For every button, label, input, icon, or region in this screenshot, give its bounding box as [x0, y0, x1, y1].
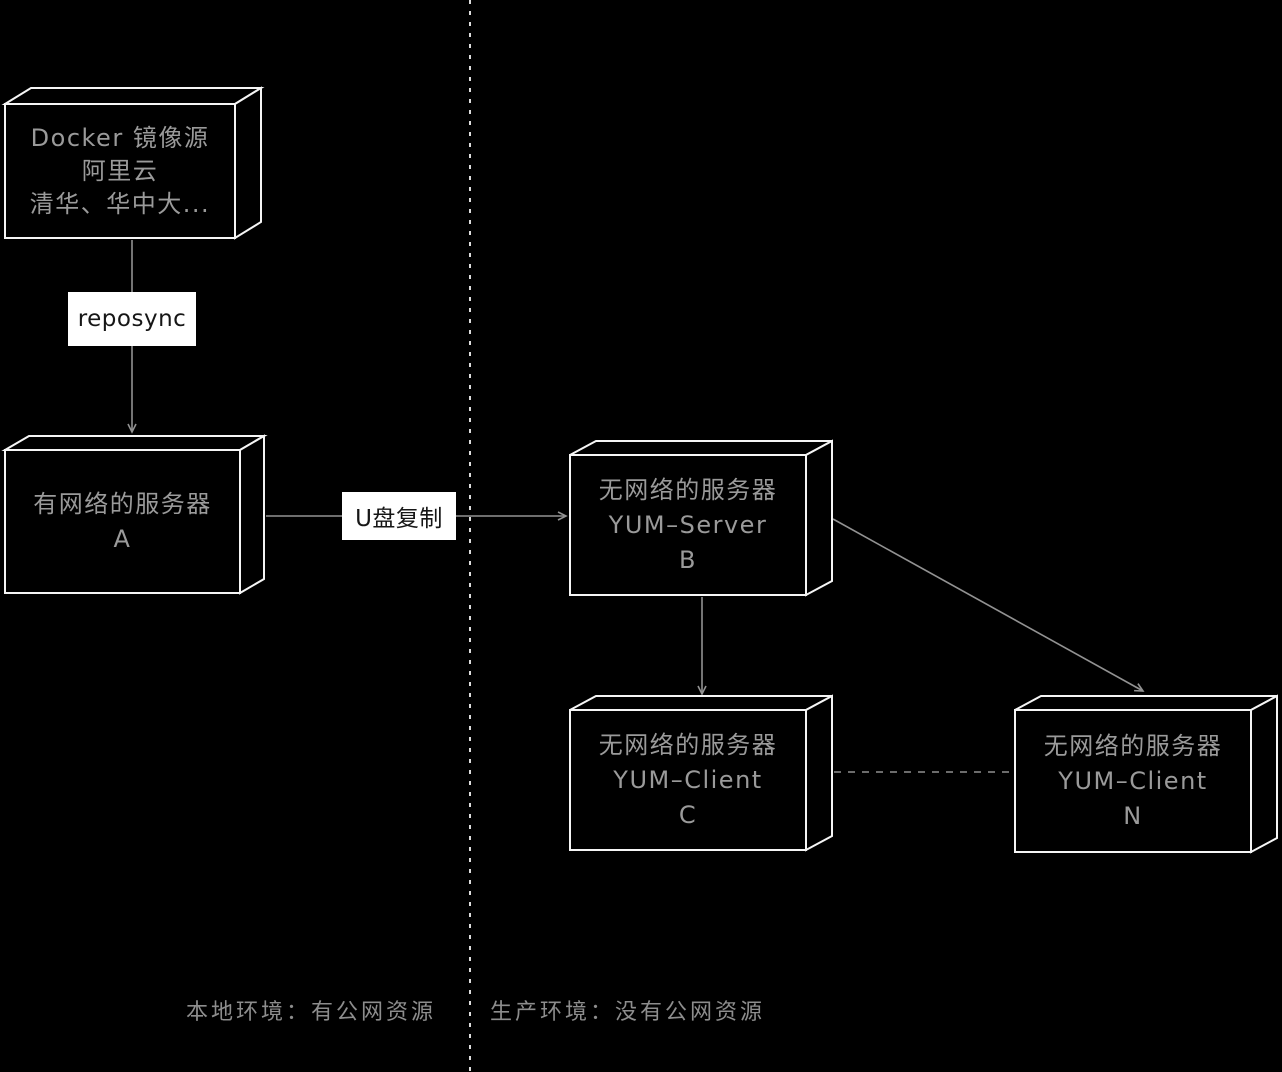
footer-production-environment: 生产环境：没有公网资源 [490, 1000, 766, 1025]
node-mirror-line-2: 阿里云 [81, 156, 159, 185]
node-server-b-box [569, 439, 833, 597]
box-right-face [805, 439, 833, 597]
box-front-face [1014, 709, 1252, 853]
node-client-c-box [569, 694, 833, 852]
node-client-n-label: 无网络的服务器 YUM–Client N [1015, 710, 1251, 852]
footer-local-environment: 本地环境：有公网资源 [186, 1000, 437, 1025]
node-server-b-line-2: YUM–Server [608, 510, 768, 539]
box-front-face [569, 709, 807, 851]
node-client-c-line-3: C [678, 800, 698, 829]
node-mirror-box [1, 86, 265, 240]
box-top-face [1, 87, 265, 105]
box-front-face [4, 449, 241, 594]
node-server-a-box [1, 434, 268, 595]
box-right-face [1250, 694, 1278, 854]
node-client-n-box [1014, 694, 1278, 854]
node-server-b-line-1: 无网络的服务器 [598, 475, 778, 504]
box-front-face [4, 103, 236, 239]
box-top-face [569, 695, 833, 711]
node-server-a-line-1: 有网络的服务器 [33, 489, 212, 518]
node-client-n-line-3: N [1123, 801, 1143, 830]
arrow-server-b-to-client-n [832, 518, 1145, 692]
box-top-face [569, 440, 833, 456]
node-client-n-line-1: 无网络的服务器 [1043, 731, 1223, 760]
node-server-a-label: 有网络的服务器 A [5, 450, 240, 593]
box-right-face [239, 434, 265, 595]
node-client-n-line-2: YUM–Client [1058, 766, 1208, 795]
node-mirror-line-3: 清华、华中大... [29, 189, 211, 218]
edge-label-reposync: reposync [68, 292, 196, 346]
node-mirror-label: Docker 镜像源 阿里云 清华、华中大... [5, 104, 235, 238]
node-mirror-line-1: Docker 镜像源 [30, 123, 210, 152]
node-server-a-line-2: A [113, 524, 132, 553]
box-front-face [569, 454, 807, 596]
edge-label-usb-copy: U盘复制 [342, 492, 456, 540]
box-right-face [805, 694, 833, 852]
box-top-face [1, 435, 268, 451]
node-client-c-line-2: YUM–Client [613, 765, 763, 794]
box-top-face [1014, 695, 1278, 711]
box-right-face [234, 86, 262, 240]
node-client-c-line-1: 无网络的服务器 [598, 730, 778, 759]
node-client-c-label: 无网络的服务器 YUM–Client C [570, 710, 806, 850]
node-server-b-label: 无网络的服务器 YUM–Server B [570, 455, 806, 595]
node-server-b-line-3: B [679, 545, 697, 574]
